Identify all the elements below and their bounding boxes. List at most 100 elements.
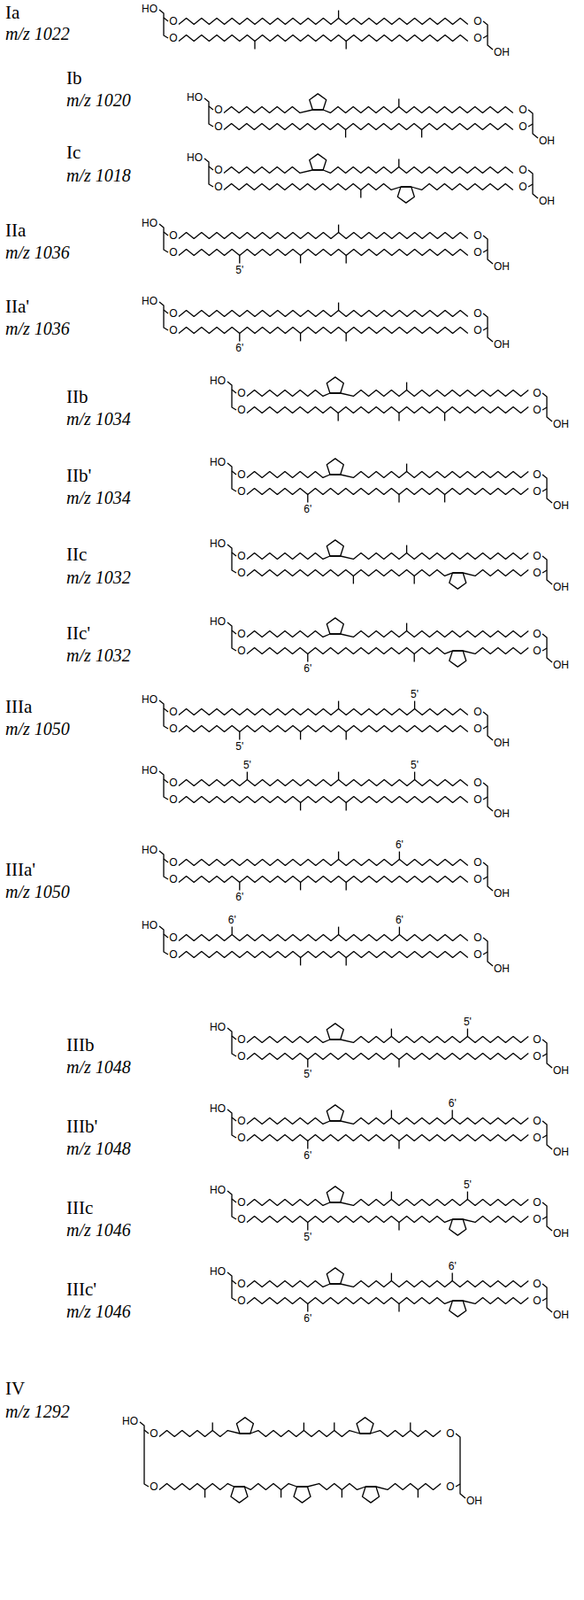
ether-bond xyxy=(483,951,488,954)
methyl-branch xyxy=(444,412,446,421)
atom-label: HO xyxy=(209,1021,226,1032)
atom-label: OH xyxy=(553,1064,569,1076)
glycerol-backbone xyxy=(204,98,214,127)
atom-label: HO xyxy=(141,217,158,229)
glycerol-backbone xyxy=(542,392,553,422)
methyl-branch xyxy=(299,956,301,965)
atom-label: O xyxy=(214,104,223,116)
alkyl-chain xyxy=(178,18,469,25)
cyclopentane-ring xyxy=(326,458,344,475)
atom-label: OH xyxy=(493,887,510,899)
glycerol-backbone xyxy=(483,21,493,50)
compound-name: IIIa' xyxy=(5,860,36,879)
cyclopentane-ring xyxy=(326,539,344,556)
gdgt-structure xyxy=(159,770,493,811)
methyl-branch xyxy=(345,881,347,890)
atom-label: O xyxy=(169,722,177,734)
methyl-branch xyxy=(307,653,308,661)
atom-label: OH xyxy=(538,135,555,146)
alkyl-chain xyxy=(223,167,514,174)
alkyl-chain xyxy=(246,647,529,654)
atom-label: O xyxy=(473,324,482,336)
atom-label: HO xyxy=(122,1414,139,1426)
alkyl-chain xyxy=(246,630,529,638)
atom-label: O xyxy=(532,1050,541,1061)
atom-label: OH xyxy=(493,261,510,272)
position-label: 5' xyxy=(235,264,244,276)
atom-label: O xyxy=(169,230,177,241)
atom-label: O xyxy=(532,1294,541,1306)
ether-bond xyxy=(208,166,214,170)
gdgt-structure xyxy=(204,153,538,203)
atom-label: HO xyxy=(209,1183,226,1195)
atom-label: HO xyxy=(209,537,226,549)
methyl-branch xyxy=(345,801,347,810)
glycerol-backbone xyxy=(483,861,493,891)
compound-name: Ic xyxy=(66,143,81,162)
methyl-branch xyxy=(338,10,339,19)
atom-label: O xyxy=(237,628,246,639)
atom-label: O xyxy=(473,793,482,805)
atom-label: O xyxy=(532,1114,541,1126)
glycerol-backbone xyxy=(227,1190,237,1219)
position-label: 5' xyxy=(303,1068,312,1079)
atom-label: O xyxy=(169,15,177,27)
atom-label: O xyxy=(214,121,223,132)
position-label: 5' xyxy=(410,759,419,770)
methyl-branch xyxy=(414,653,415,661)
methyl-branch xyxy=(299,332,301,341)
position-label: 6' xyxy=(448,1260,457,1271)
atom-label: O xyxy=(473,230,482,241)
methyl-branch xyxy=(467,1028,469,1037)
glycerol-backbone xyxy=(542,555,553,584)
gdgt-structure xyxy=(227,376,553,422)
alkyl-chain xyxy=(178,708,469,715)
methyl-branch xyxy=(391,1191,392,1199)
glycerol-backbone xyxy=(227,544,237,573)
atom-label: OH xyxy=(538,195,555,207)
methyl-branch xyxy=(360,189,362,198)
position-label: 6' xyxy=(228,914,237,925)
atom-label: O xyxy=(473,931,482,943)
atom-label: O xyxy=(532,468,541,480)
ether-bond xyxy=(231,552,237,556)
alkyl-chain xyxy=(246,407,529,414)
glycerol-backbone xyxy=(159,699,169,729)
methyl-branch xyxy=(238,730,240,739)
position-label: 5' xyxy=(463,1015,472,1027)
cyclopentane-ring xyxy=(356,1416,374,1433)
atom-label: HO xyxy=(141,693,158,705)
methyl-branch xyxy=(253,40,255,49)
mass-label: m/z 1022 xyxy=(5,24,70,43)
glycerol-backbone xyxy=(483,782,493,811)
atom-label: O xyxy=(237,485,246,497)
atom-label: OH xyxy=(553,418,569,430)
atom-label: O xyxy=(237,1294,246,1306)
ether-bond xyxy=(163,933,169,938)
atom-label: O xyxy=(473,15,482,27)
cyclopentane-ring xyxy=(326,1185,344,1202)
mass-label: m/z 1018 xyxy=(66,166,131,185)
methyl-branch xyxy=(398,1302,400,1311)
atom-label: O xyxy=(445,1427,454,1438)
gdgt-structure xyxy=(159,223,493,264)
alkyl-chain xyxy=(246,553,529,560)
atom-label: O xyxy=(149,1427,158,1438)
glycerol-backbone xyxy=(542,1201,553,1230)
methyl-branch xyxy=(299,254,301,263)
methyl-branch xyxy=(345,40,347,49)
gdgt-structure xyxy=(227,1267,553,1316)
glycerol-backbone xyxy=(483,313,493,342)
ether-bond xyxy=(163,778,169,783)
ether-bond xyxy=(144,1429,149,1433)
ether-bond xyxy=(163,707,169,712)
cyclopentane-ring xyxy=(362,1485,380,1502)
atom-label: O xyxy=(237,387,246,399)
mass-label: m/z 1034 xyxy=(66,488,131,507)
position-label: 6' xyxy=(303,1149,312,1161)
compound-name: IIIb xyxy=(66,1035,94,1054)
cyclopentane-ring xyxy=(293,1485,311,1502)
methyl-branch xyxy=(391,1028,392,1037)
